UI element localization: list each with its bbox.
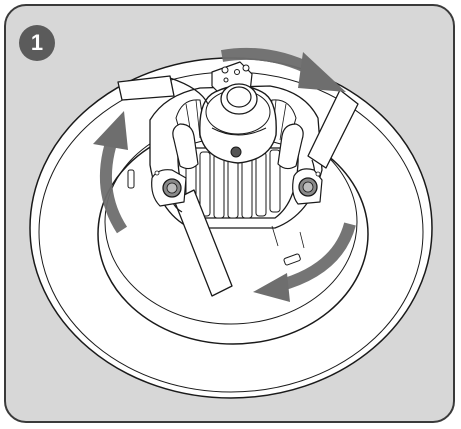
rotation-arrow-icon-left — [99, 138, 128, 234]
side-tab-left — [127, 169, 135, 189]
spring-clip-top — [117, 75, 175, 101]
pivot-boss-left — [151, 169, 187, 207]
spring-clip-right — [307, 89, 359, 169]
side-tab-bottom — [283, 253, 301, 266]
spring-clip-bottom — [173, 189, 233, 297]
rotation-arrow-icon-top-head — [298, 52, 346, 92]
rotation-arrow-icon-left-head — [93, 111, 128, 150]
rotation-arrow-icon-bottom-head — [253, 273, 290, 302]
pivot-boss-right — [292, 168, 323, 205]
step-number-badge: 1 — [19, 25, 55, 61]
light-dome — [199, 85, 277, 164]
rotation-arrow-icon-bottom — [276, 222, 356, 292]
